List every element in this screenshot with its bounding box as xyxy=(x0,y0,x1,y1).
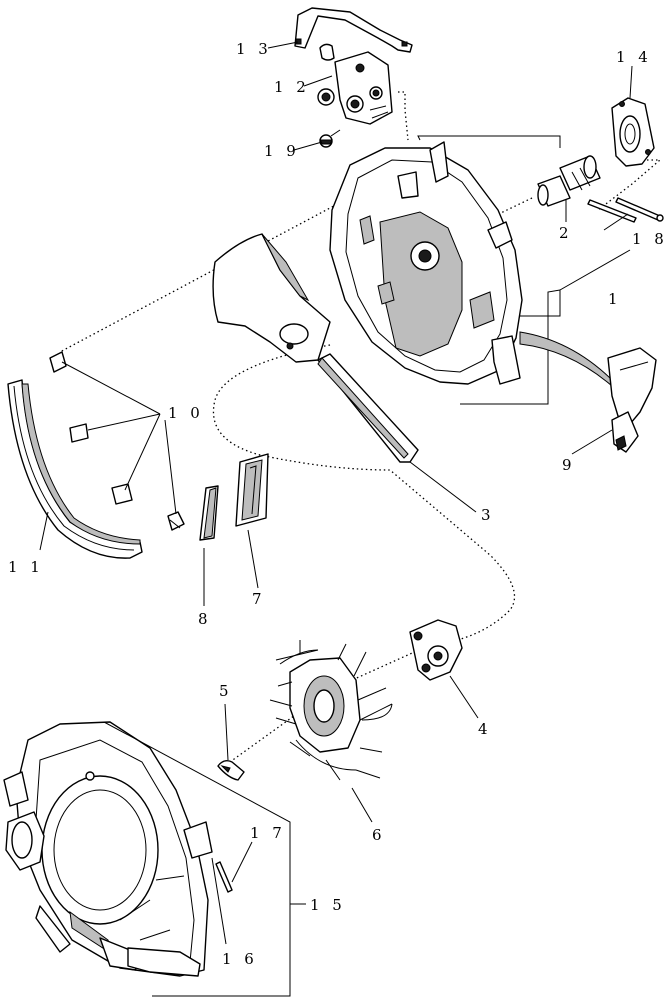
callout-1: 1 xyxy=(608,290,622,308)
callout-17: 1 7 xyxy=(250,824,286,842)
part-16-leader xyxy=(211,857,227,945)
callout-15: 1 5 xyxy=(310,896,346,914)
part-18-pins xyxy=(587,197,664,223)
callout-4: 4 xyxy=(478,720,492,738)
assembly-guide-lines xyxy=(59,91,662,763)
part-17-leader xyxy=(231,841,253,883)
callout-16: 1 6 xyxy=(222,950,258,968)
part-4-leader xyxy=(449,675,479,719)
callout-5: 5 xyxy=(219,682,233,700)
callout-13: 1 3 xyxy=(236,40,272,58)
callout-8: 8 xyxy=(198,610,212,628)
callout-18: 1 8 xyxy=(632,230,668,248)
part-15-cover xyxy=(3,721,213,977)
part-13-top-bracket xyxy=(294,7,413,61)
callout-19: 1 9 xyxy=(264,142,300,160)
part-4-hub xyxy=(409,619,463,681)
part-3-cutoff-blade xyxy=(212,233,419,463)
callout-7: 7 xyxy=(252,590,266,608)
part-14-end-cover xyxy=(611,97,655,167)
callout-14: 1 4 xyxy=(616,48,652,66)
callout-9: 9 xyxy=(562,456,576,474)
part-11-leader xyxy=(39,511,49,551)
part-5-leader xyxy=(224,703,229,761)
callout-12: 1 2 xyxy=(274,78,310,96)
part-12-mounting-block xyxy=(317,51,393,125)
callout-2: 2 xyxy=(559,224,573,242)
part-1-main-housing xyxy=(329,135,561,385)
part-19-screw xyxy=(319,129,341,148)
part-13-leader xyxy=(267,41,299,49)
part-17-pin xyxy=(215,861,233,893)
callout-10: 1 0 xyxy=(168,404,204,422)
part-7-strip xyxy=(235,453,269,527)
part-10-clips xyxy=(49,351,185,531)
part-2-shaft xyxy=(537,155,601,207)
callout-6: 6 xyxy=(372,826,386,844)
part-12-leader xyxy=(303,75,333,87)
callout-11: 1 1 xyxy=(8,558,44,576)
part-18-leader xyxy=(603,213,629,231)
part-19-leader xyxy=(293,141,323,151)
part-7-leader xyxy=(247,529,259,589)
part-10-leaders xyxy=(61,361,177,515)
part-6-leader xyxy=(351,787,373,823)
callout-3: 3 xyxy=(481,506,495,524)
part-5-washer xyxy=(217,759,245,781)
part-15-bracket xyxy=(103,721,306,997)
part-11-curved-strip xyxy=(7,379,143,559)
part-9-leader xyxy=(571,429,613,455)
callout-labels: 1 3 1 2 1 9 1 4 2 1 8 1 1 0 9 3 1 1 7 8 … xyxy=(8,40,668,968)
part-9-sensor-flap xyxy=(519,331,657,453)
part-14-leader xyxy=(629,65,633,99)
part-3-leader xyxy=(409,461,477,513)
part-8-strip xyxy=(199,485,219,541)
part-6-brush-impeller xyxy=(269,640,393,781)
